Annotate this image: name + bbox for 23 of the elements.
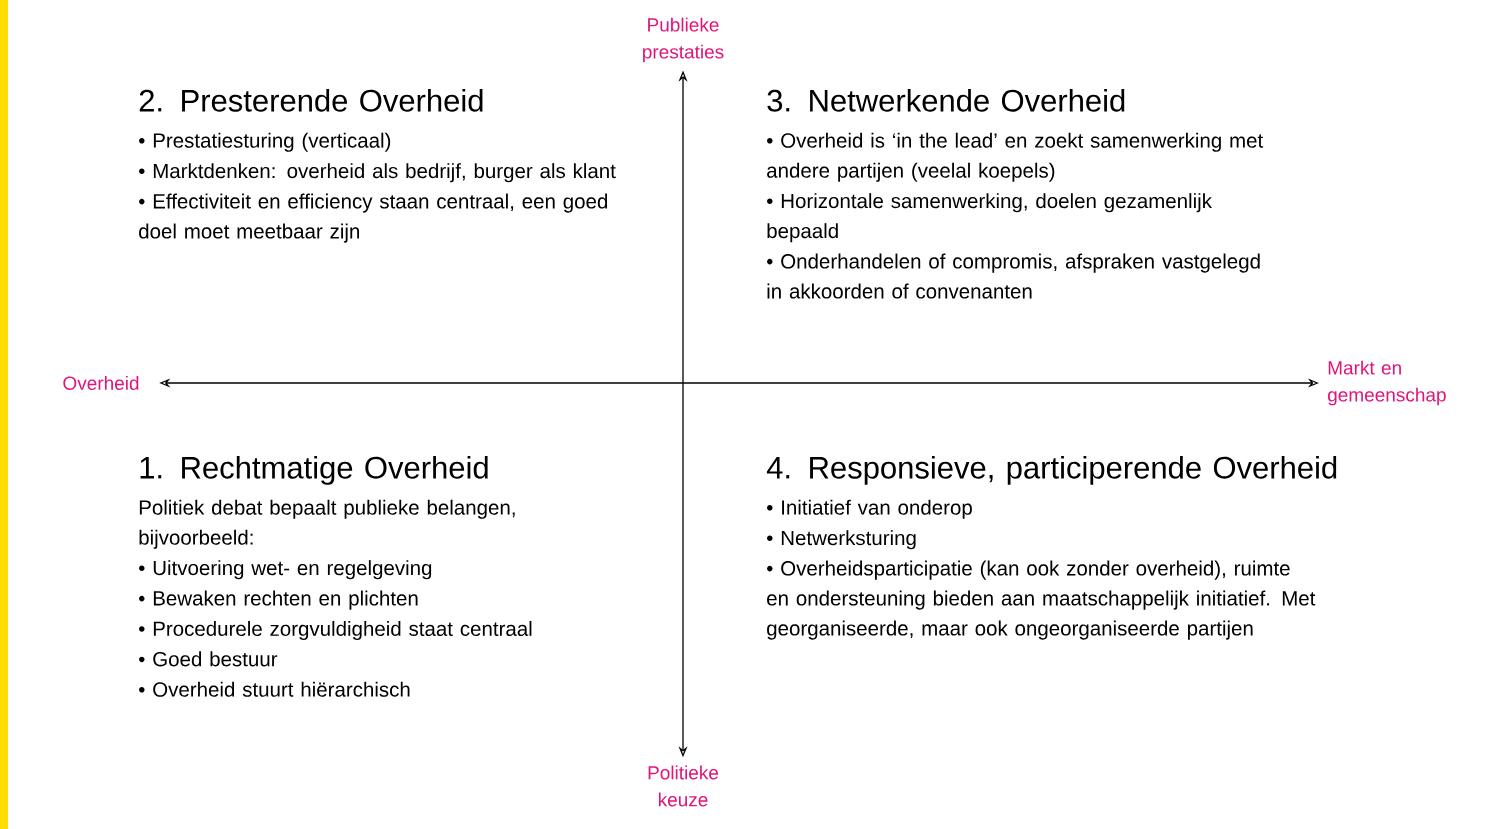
quadrant-heading: 1. Rechtmatige Overheid bbox=[140, 455, 488, 485]
axis-label: Overheid bbox=[63, 376, 139, 390]
body-text: • Horizontale samenwerking, doelen gezamenlijk bepaald bbox=[767, 193, 1212, 243]
body-text: • Bewaken rechten en plichten bbox=[139, 590, 418, 610]
body-text: Politiek debat bepaalt publieke belangen, bijvoorbeeld: bbox=[139, 499, 515, 549]
axis-label: Politieke keuze bbox=[648, 765, 719, 807]
body-text: • Marktdenken: overheid als bedrijf, burger als klant bbox=[139, 163, 616, 183]
body-text: • Effectiviteit en efficiency staan centraal, een goed doel moet meetbaar zijn bbox=[139, 193, 608, 243]
body-text: • Overheid stuurt hiërarchisch bbox=[139, 681, 410, 697]
axis-label: Publieke prestaties bbox=[643, 17, 724, 63]
body-text: • Uitvoering wet- en regelgeving bbox=[139, 560, 432, 580]
body-text: • Goed bestuur bbox=[139, 651, 278, 667]
quadrant-heading: 3. Netwerkende Overheid bbox=[767, 88, 1125, 112]
body-text: • Overheid is ‘in the lead’ en zoekt samenwerking met andere partijen (veelal koepels) bbox=[767, 132, 1264, 182]
body-text: • Netwerksturing bbox=[767, 530, 916, 550]
body-text: • Procedurele zorgvuldigheid staat centraal bbox=[139, 620, 532, 641]
quadrant-heading: 2. Presterende Overheid bbox=[139, 88, 483, 112]
body-text: • Onderhandelen of compromis, afspraken vastgelegd in akkoorden of convenanten bbox=[767, 253, 1260, 299]
body-text: • Prestatiesturing (verticaal) bbox=[139, 132, 391, 152]
body-text: • Initiatief van onderop bbox=[767, 499, 972, 519]
body-text: • Overheidsparticipatie (kan ook zonder overheid), ruimte en ondersteuning bieden aan maatschappelijk initiatief. Met georganiseerde, maar ook ongeorganiseerde partijen bbox=[767, 560, 1316, 640]
axis-label: Markt en gemeenschap bbox=[1328, 360, 1446, 406]
quadrant-heading: 4. Responsieve, participerende Overheid bbox=[766, 455, 1337, 485]
